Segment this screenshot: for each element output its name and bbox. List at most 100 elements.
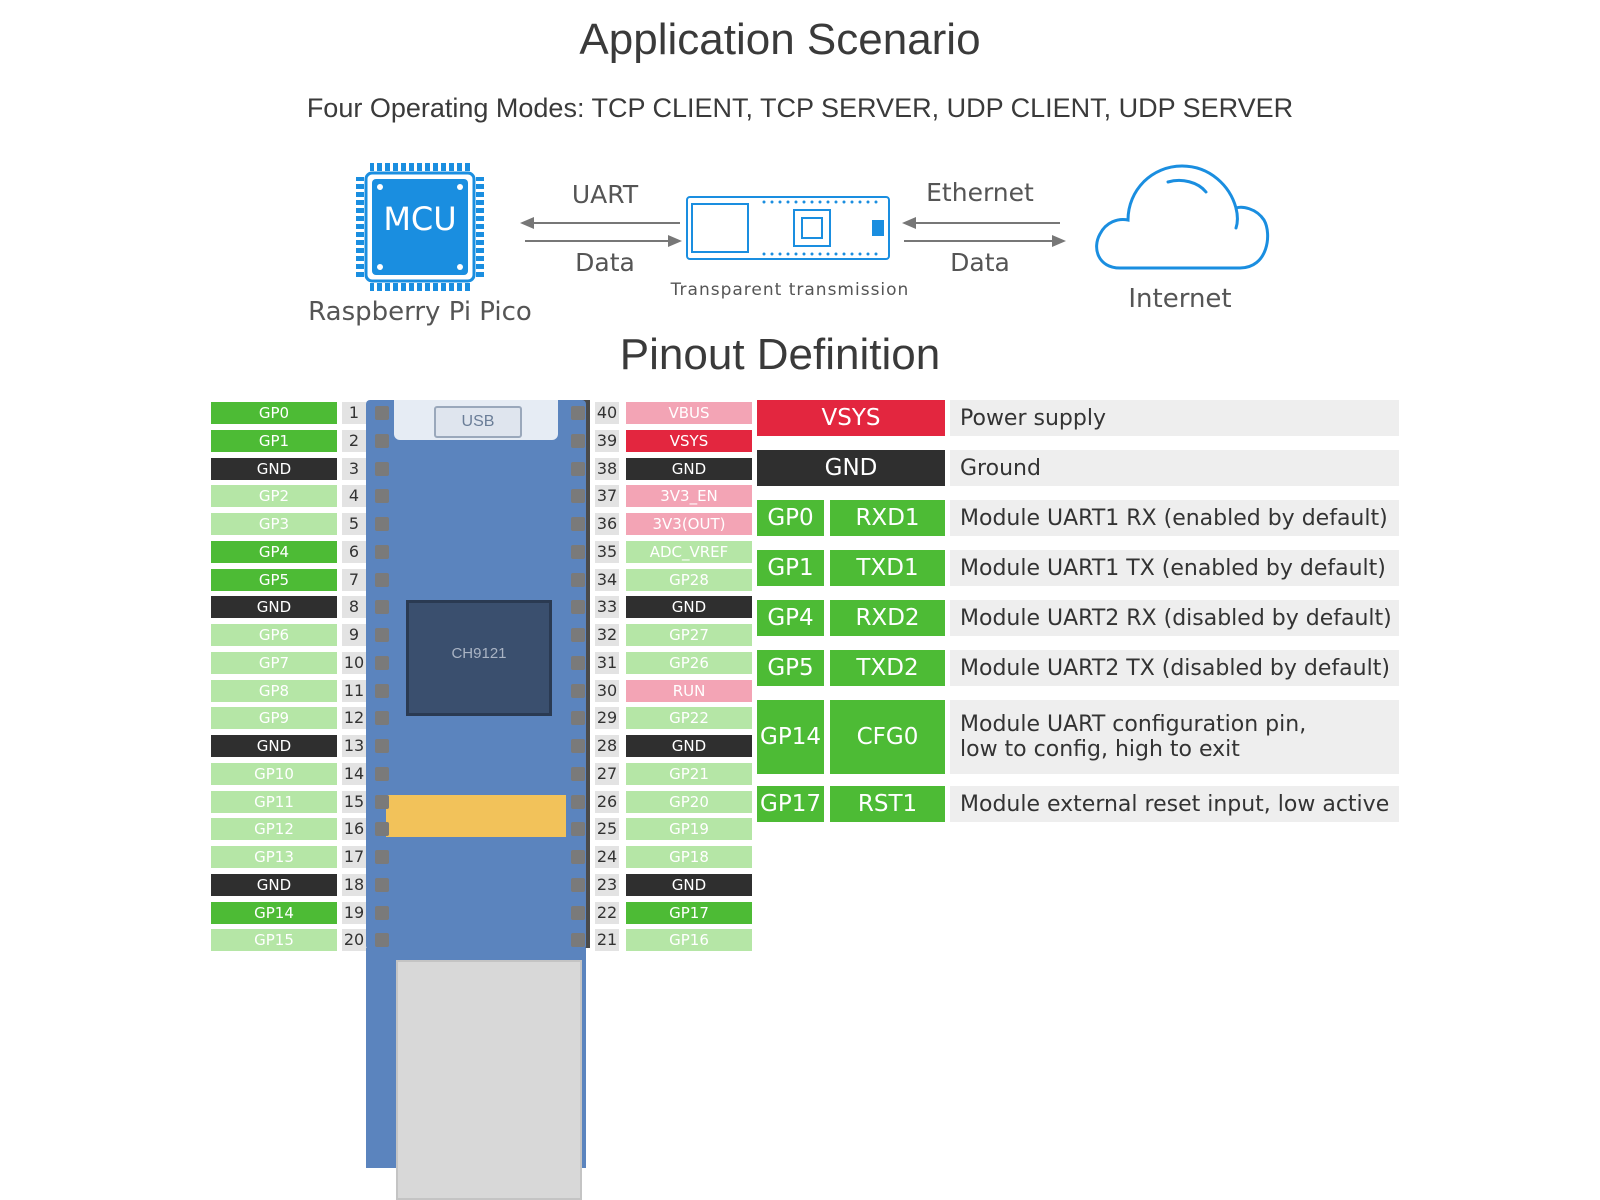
- ethernet-arrow-right: [904, 240, 1054, 242]
- header-pin-hole: [571, 545, 585, 559]
- right-pin-number: 28: [595, 735, 619, 757]
- left-pin-label: GP9: [211, 707, 337, 729]
- description-line: Power supply: [960, 405, 1106, 431]
- description-line: low to config, high to exit: [960, 737, 1240, 762]
- left-pin-number: 7: [342, 569, 366, 591]
- left-pin-label: GND: [211, 735, 337, 757]
- modes-subtitle: Four Operating Modes: TCP CLIENT, TCP SE…: [306, 93, 1294, 123]
- header-pin-hole: [375, 406, 389, 420]
- right-pin-number: 26: [595, 791, 619, 813]
- table-description-cell: Ground: [950, 450, 1399, 486]
- header-pin-hole: [571, 600, 585, 614]
- uart-arrow-left: [530, 222, 680, 224]
- right-pin-label: GP28: [626, 569, 752, 591]
- left-pin-number: 8: [342, 596, 366, 618]
- left-pin-number: 9: [342, 624, 366, 646]
- left-pin-label: GP8: [211, 680, 337, 702]
- right-pin-number: 25: [595, 818, 619, 840]
- table-description-cell: Power supply: [950, 400, 1399, 436]
- right-pin-label: GP22: [626, 707, 752, 729]
- page-title: Application Scenario: [579, 15, 981, 64]
- chip-label: CH9121: [451, 645, 507, 662]
- right-pin-label: GND: [626, 596, 752, 618]
- ethernet-arrow-left: [915, 222, 1060, 224]
- description-line: Module UART1 RX (enabled by default): [960, 505, 1388, 531]
- right-pin-label: GND: [626, 874, 752, 896]
- mcu-chip-icon: [356, 163, 484, 291]
- uart-arrow-right: [525, 240, 670, 242]
- header-pin-hole: [375, 656, 389, 670]
- left-pin-label: GP3: [211, 513, 337, 535]
- header-pin-hole: [571, 767, 585, 781]
- left-pin-number: 4: [342, 485, 366, 507]
- right-pin-number: 30: [595, 680, 619, 702]
- table-function-cell: RXD1: [830, 500, 945, 536]
- header-pin-hole: [375, 434, 389, 448]
- left-pin-number: 11: [342, 680, 366, 702]
- table-pin-cell: GP0: [757, 500, 824, 536]
- header-pin-hole: [571, 684, 585, 698]
- data-right-label: Data: [950, 248, 1010, 277]
- description-line: Module external reset input, low active: [960, 791, 1390, 817]
- table-description-cell: Module external reset input, low active: [950, 786, 1399, 822]
- right-pin-number: 24: [595, 846, 619, 868]
- right-pin-label: VSYS: [626, 430, 752, 452]
- right-pin-label: GP21: [626, 763, 752, 785]
- left-pin-number: 16: [342, 818, 366, 840]
- right-pin-number: 29: [595, 707, 619, 729]
- left-pin-number: 2: [342, 430, 366, 452]
- left-pin-label: GP15: [211, 929, 337, 951]
- data-left-label: Data: [575, 248, 635, 277]
- right-pin-label: GP16: [626, 929, 752, 951]
- description-line: Module UART1 TX (enabled by default): [960, 555, 1386, 581]
- right-pin-number: 32: [595, 624, 619, 646]
- left-pin-number: 12: [342, 707, 366, 729]
- left-pin-number: 17: [342, 846, 366, 868]
- uart-label: UART: [571, 180, 639, 209]
- table-function-cell: RST1: [830, 786, 945, 822]
- right-pin-label: GND: [626, 458, 752, 480]
- left-pin-label: GP7: [211, 652, 337, 674]
- table-description-cell: Module UART2 TX (disabled by default): [950, 650, 1399, 686]
- header-pin-hole: [571, 573, 585, 587]
- ethernet-label: Ethernet: [926, 178, 1034, 207]
- internet-label: Internet: [1128, 284, 1232, 314]
- right-pin-label: GP27: [626, 624, 752, 646]
- left-pin-label: GP5: [211, 569, 337, 591]
- header-pin-hole: [375, 878, 389, 892]
- table-pin-cell: GP5: [757, 650, 824, 686]
- right-pin-number: 40: [595, 402, 619, 424]
- right-pin-label: GP17: [626, 902, 752, 924]
- left-pin-label: GP13: [211, 846, 337, 868]
- arrow-left-icon: [902, 217, 916, 229]
- header-pin-hole: [571, 795, 585, 809]
- header-pin-hole: [375, 739, 389, 753]
- table-function-cell: TXD2: [830, 650, 945, 686]
- header-pin-hole: [375, 822, 389, 836]
- left-pin-label: GP2: [211, 485, 337, 507]
- right-pin-label: GP20: [626, 791, 752, 813]
- header-pin-hole: [375, 628, 389, 642]
- left-pin-number: 19: [342, 902, 366, 924]
- description-line: Module UART2 TX (disabled by default): [960, 655, 1390, 681]
- right-pin-label: RUN: [626, 680, 752, 702]
- right-pin-label: VBUS: [626, 402, 752, 424]
- header-pin-hole: [375, 767, 389, 781]
- header-pin-hole: [571, 434, 585, 448]
- header-pin-hole: [571, 489, 585, 503]
- table-function-cell: RXD2: [830, 600, 945, 636]
- left-pin-number: 1: [342, 402, 366, 424]
- right-pin-number: 37: [595, 485, 619, 507]
- header-pin-hole: [571, 711, 585, 725]
- header-pin-hole: [375, 795, 389, 809]
- dip-switch: [386, 795, 566, 837]
- left-pin-label: GND: [211, 596, 337, 618]
- module-label: Transparent transmission: [670, 280, 910, 300]
- right-pin-label: GND: [626, 735, 752, 757]
- table-pin-cell: GP17: [757, 786, 824, 822]
- header-pin-hole: [375, 600, 389, 614]
